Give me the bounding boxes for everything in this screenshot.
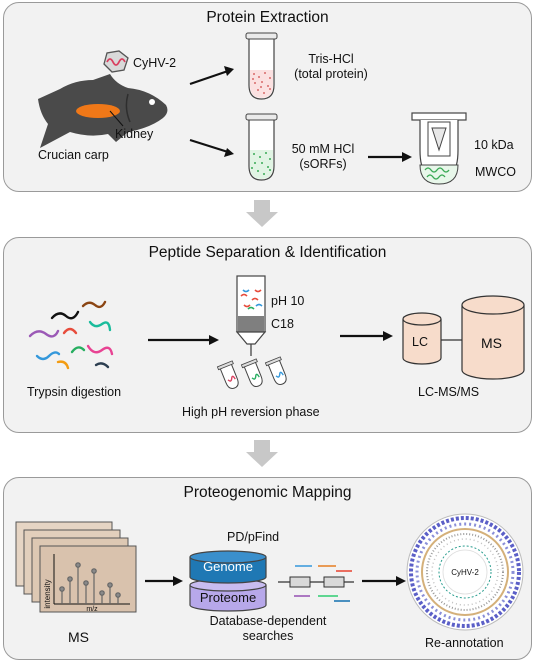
hcl-label: 50 mM HCl (sORFs) [284, 142, 362, 172]
panel-title: Protein Extraction [206, 9, 329, 26]
intensity-axis-label: intensity [43, 579, 52, 608]
c18-column-icon [235, 275, 267, 356]
arrow-to-tris [189, 69, 229, 86]
tris-label-line2: (total protein) [294, 67, 368, 81]
digestion-label: Trypsin digestion [27, 385, 122, 399]
ms-spectra-icon [15, 521, 137, 613]
virus-label: CyHV-2 [133, 56, 177, 70]
proteome-db-label: Proteome [199, 590, 257, 605]
search-label-line1: Database-dependent [209, 614, 327, 628]
fish-label: Crucian carp [38, 148, 109, 162]
fraction-tubes-icon [216, 356, 287, 390]
circos-plot-icon [406, 513, 524, 631]
hcl-label-line1: 50 mM HCl [291, 142, 355, 156]
tris-label: Tris-HCl (total protein) [282, 52, 380, 82]
virus-icon [103, 50, 129, 73]
circos-center-label: CyHV-2 [451, 568, 479, 577]
genome-db-icon [189, 550, 267, 584]
search-label: Database-dependent searches [200, 614, 336, 644]
filter-cutoff-label: 10 kDa [474, 138, 514, 152]
filter-mwco-label: MWCO [475, 165, 516, 179]
column-label: C18 [271, 317, 294, 331]
lc-cylinder-icon [402, 312, 442, 365]
peptides-icon [28, 300, 114, 370]
hcl-tube-icon [245, 113, 278, 181]
instrument-label: LC-MS/MS [418, 385, 480, 399]
flow-arrow-2 [246, 440, 278, 467]
panel-title: Peptide Separation & Identification [148, 244, 387, 261]
fractionation-label: High pH reversion phase [182, 405, 320, 419]
panel-peptide-separation: Peptide Separation & Identification [3, 237, 532, 433]
ms-instrument-label: MS [481, 335, 502, 351]
search-label-line2: searches [242, 629, 294, 643]
mz-axis-label: m/z [86, 606, 98, 613]
annotation-label: Re-annotation [425, 636, 504, 650]
tris-tube-icon [245, 32, 278, 100]
ph-label: pH 10 [271, 294, 305, 308]
ms-cylinder-icon [461, 295, 525, 380]
filter-unit-icon [411, 112, 467, 185]
organ-label: Kidney [115, 127, 154, 141]
tris-label-line1: Tris-HCl [308, 52, 354, 66]
ms-label: MS [68, 629, 89, 645]
hcl-label-line2: (sORFs) [299, 157, 347, 171]
genome-db-label: Genome [203, 559, 253, 574]
software-label: PD/pFind [227, 530, 280, 544]
kidney-icon [76, 104, 120, 118]
flow-arrow-1 [246, 200, 278, 227]
panel-title: Proteogenomic Mapping [183, 484, 352, 501]
arrow-to-hcl [189, 138, 229, 154]
peptide-mapping-icon [278, 565, 354, 602]
lc-label: LC [412, 335, 428, 349]
